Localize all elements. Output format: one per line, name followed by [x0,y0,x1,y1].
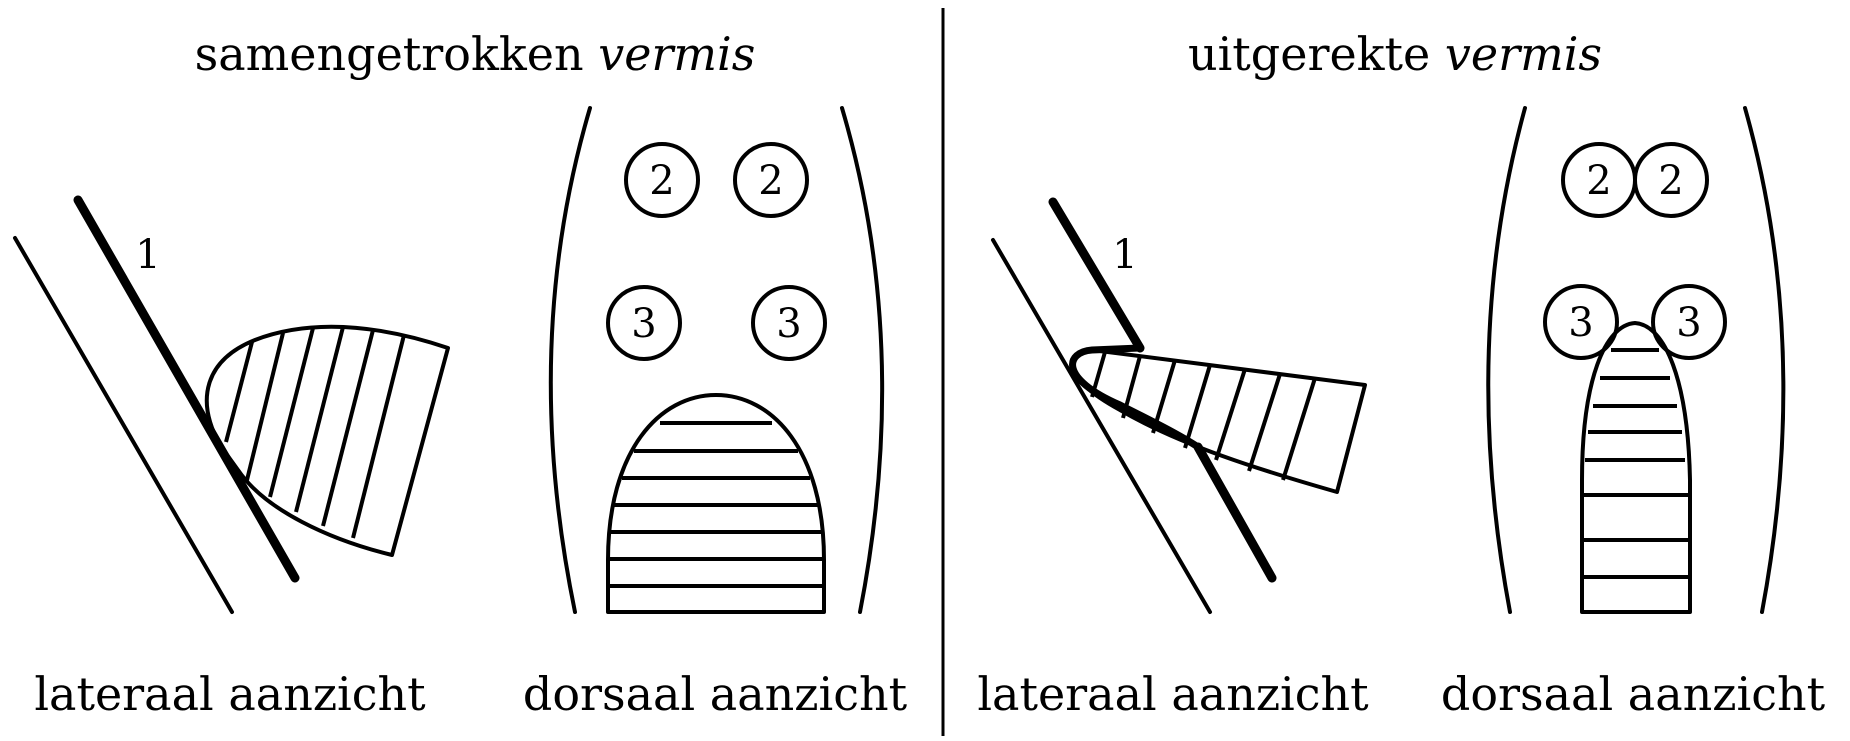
body-outline-right [1745,108,1783,612]
label-2-left: 2 [1586,158,1611,204]
vermis-column [1582,323,1690,612]
label-2-left: 2 [649,158,674,204]
title-stretched: uitgerekte vermis [1188,27,1602,81]
body-outline-thick [78,200,295,578]
label-3-right: 3 [776,301,801,347]
lateral-view-contracted: 1 [15,200,448,612]
dorsal-view-stretched: 2 2 3 3 [1488,108,1783,612]
caption-dorsal-stretched: dorsaal aanzicht [1441,667,1826,721]
vermis-hatched-shape [1072,350,1365,492]
label-3-right: 3 [1676,300,1701,346]
body-outline-thin [15,238,232,612]
label-3-left: 3 [1568,300,1593,346]
label-1: 1 [135,232,160,278]
label-2-right: 2 [1658,158,1683,204]
panel-stretched: uitgerekte vermis 1 2 [977,27,1825,721]
dorsal-view-contracted: 2 2 3 3 [551,108,882,612]
lateral-view-stretched: 1 [993,202,1365,612]
label-3-left: 3 [631,301,656,347]
body-outline-left [1488,108,1525,612]
panel-contracted: samengetrokken vermis 1 2 2 [15,27,908,721]
caption-dorsal-contracted: dorsaal aanzicht [523,667,908,721]
caption-lateral-stretched: lateraal aanzicht [977,667,1369,721]
label-2-right: 2 [758,158,783,204]
vermis-dome-stripes [608,423,824,586]
title-contracted: samengetrokken vermis [195,27,756,81]
label-1: 1 [1112,232,1137,278]
vermis-column-stripes [1582,350,1690,577]
body-outline-right [842,108,882,612]
vermis-hatched-shape [207,327,448,555]
caption-lateral-contracted: lateraal aanzicht [34,667,426,721]
body-outline-thin [993,240,1210,612]
body-outline-left [551,108,590,612]
